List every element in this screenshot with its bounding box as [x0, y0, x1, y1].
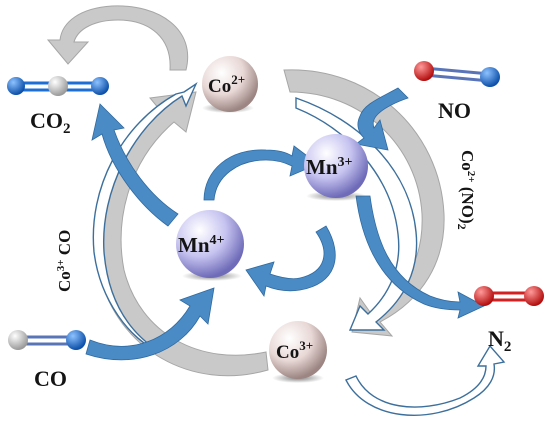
mn4-plus-sphere — [176, 210, 244, 278]
blue-arrow-to-n2 — [355, 195, 485, 319]
co3-plus-label: Co3+ — [276, 338, 313, 363]
gray-cycle-arrows — [46, 5, 445, 377]
outline-arrow-bottom — [345, 344, 506, 416]
mn3-plus-label: Mn3+ — [306, 155, 353, 179]
n2-label: N2 — [488, 326, 511, 355]
n2-atom-left — [474, 286, 494, 306]
mn3-plus-ion: Mn3+ — [304, 134, 368, 198]
intermediate-co3-co-label: Co3+ CO — [55, 230, 74, 292]
co2-plus-ion: Co2+ — [202, 56, 258, 112]
co2-plus-label: Co2+ — [208, 72, 245, 97]
blue-arrow-mn4-to-mn3 — [203, 145, 319, 201]
co-carbon-atom — [8, 330, 28, 350]
no-label: NO — [438, 98, 471, 123]
co2-oxygen-atom-right — [91, 77, 109, 95]
blue-arrow-mn3-to-mn4 — [245, 225, 336, 298]
co2-plus-sphere — [202, 56, 258, 112]
co2-label: CO2 — [30, 108, 71, 137]
gray-arrow-top-left — [46, 5, 189, 71]
co2-molecule: CO2 — [7, 76, 109, 137]
blue-arrow-to-co2 — [91, 103, 179, 227]
co3-plus-ion: Co3+ — [269, 321, 327, 379]
mn3-plus-sphere — [304, 134, 368, 198]
n2-atom-right — [524, 286, 544, 306]
co3-plus-sphere — [269, 321, 327, 379]
no-nitrogen-atom — [480, 67, 500, 87]
blue-arrows — [85, 87, 485, 361]
blue-arrow-from-no — [355, 87, 409, 151]
co2-carbon-atom — [48, 76, 68, 96]
co-molecule: CO — [8, 330, 86, 391]
no-oxygen-atom — [414, 61, 434, 81]
co-oxygen-atom — [66, 330, 86, 350]
co2-oxygen-atom-left — [7, 77, 25, 95]
mn4-plus-ion: Mn4+ — [176, 210, 244, 278]
no-molecule: NO — [414, 61, 500, 123]
gray-arrow-left — [96, 91, 269, 377]
co-label: CO — [34, 366, 67, 391]
mn4-plus-label: Mn4+ — [178, 233, 225, 257]
gray-arrow-right — [283, 69, 445, 337]
n2-molecule: N2 — [474, 286, 544, 355]
intermediate-co2-no2-label: Co2+ (NO)2 — [455, 150, 477, 230]
blue-arrow-from-co — [85, 287, 215, 361]
